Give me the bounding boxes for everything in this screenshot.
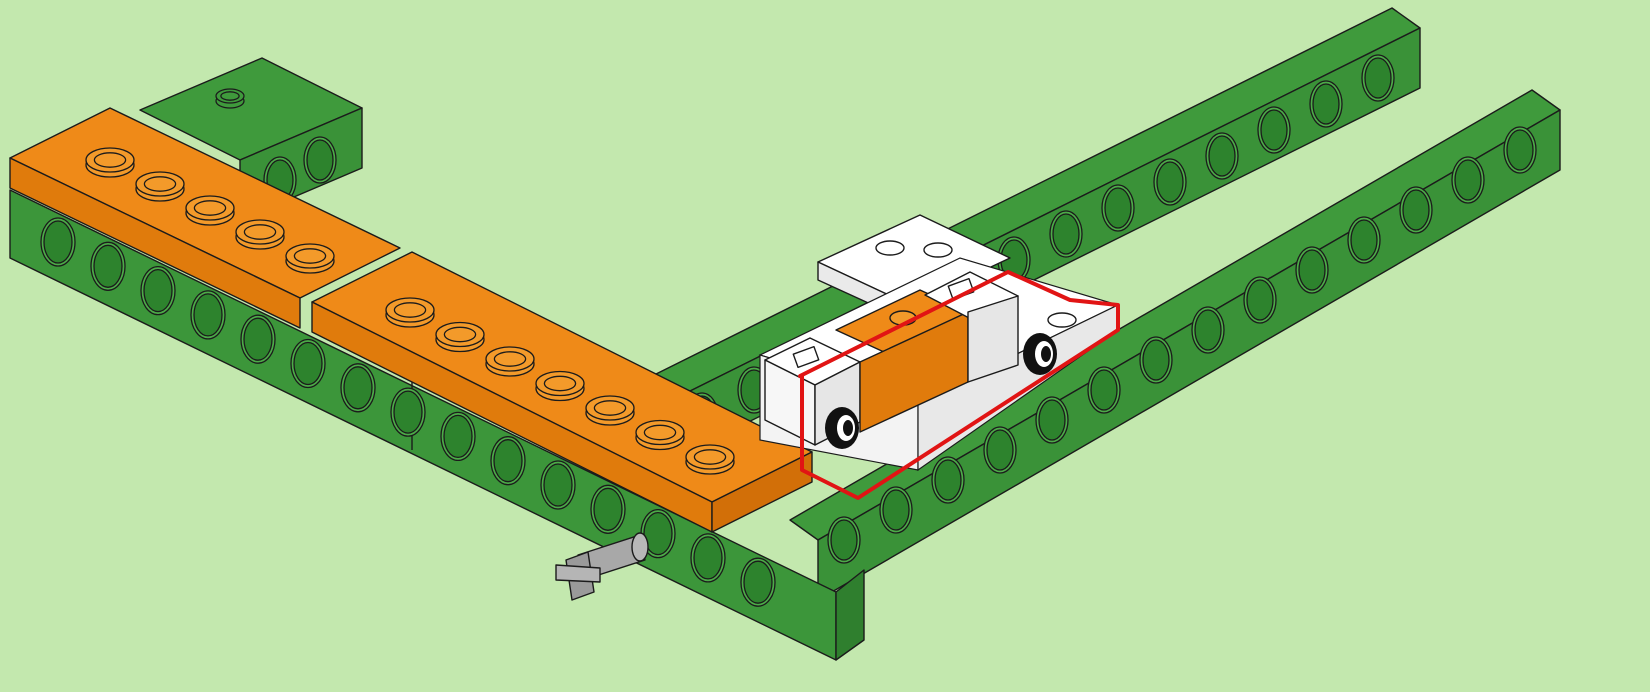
beam-hole <box>94 245 122 287</box>
pin-hole-icon <box>825 407 859 449</box>
stud-top <box>294 249 325 263</box>
beam-hole <box>1247 280 1273 320</box>
beam-hole <box>1039 400 1065 440</box>
beam-studs <box>216 89 244 108</box>
beam-hole <box>494 440 522 482</box>
beam-hole <box>1195 310 1221 350</box>
stud-top <box>394 303 425 317</box>
stud-top <box>644 425 675 439</box>
beam-hole <box>831 520 857 560</box>
stud-top <box>221 92 239 100</box>
beam-hole <box>744 561 772 603</box>
stud-top <box>494 352 525 366</box>
beam-hole <box>307 140 333 180</box>
beam-hole <box>194 294 222 336</box>
beam-hole <box>1313 84 1339 124</box>
beam-hole <box>544 464 572 506</box>
beam-hole <box>1455 160 1481 200</box>
beam-hole <box>1507 130 1533 170</box>
beam-hole <box>444 415 472 457</box>
beam-hole <box>44 221 72 263</box>
stud-top <box>94 153 125 167</box>
beam-hole <box>935 460 961 500</box>
beam-hole <box>294 343 322 385</box>
beam-hole <box>1299 250 1325 290</box>
beam-hole <box>987 430 1013 470</box>
stud-top <box>194 201 225 215</box>
beam-hole <box>1091 370 1117 410</box>
stud-top <box>144 177 175 191</box>
pin-hole-icon <box>1023 333 1057 375</box>
beam-hole <box>1157 162 1183 202</box>
beam-hole <box>694 537 722 579</box>
beam-hole <box>394 391 422 433</box>
stud-top <box>594 401 625 415</box>
beam-hole <box>1261 110 1287 150</box>
beam-hole <box>1209 136 1235 176</box>
beam-hole <box>144 270 172 312</box>
beam-hole <box>1365 58 1391 98</box>
stud-top <box>244 225 275 239</box>
beam-hole <box>883 490 909 530</box>
stud-top <box>694 450 725 464</box>
beam-hole <box>344 367 372 409</box>
stud-top <box>444 327 475 341</box>
beam-hole <box>1351 220 1377 260</box>
beam-hole <box>1403 190 1429 230</box>
beam-hole <box>1143 340 1169 380</box>
beam-hole <box>244 318 272 360</box>
beam-hole <box>1105 188 1131 228</box>
stud-top <box>544 376 575 390</box>
beam-hole <box>594 488 622 530</box>
beam-hole <box>1053 214 1079 254</box>
